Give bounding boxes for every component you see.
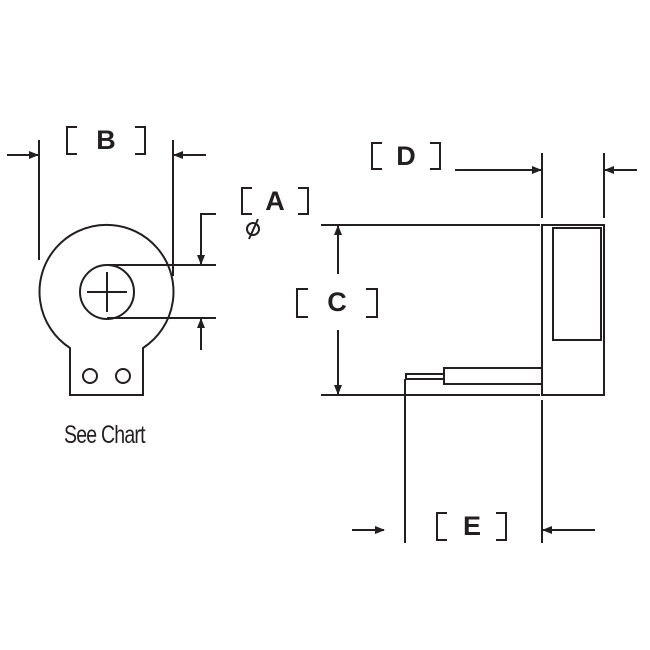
lead-thin [405, 373, 444, 380]
dimension-d [371, 142, 637, 218]
dimension-a [107, 187, 309, 350]
front-view [38, 223, 175, 396]
front-body-outline [38, 223, 175, 396]
diameter-symbol-icon [246, 222, 260, 236]
side-body [541, 224, 605, 396]
side-view [405, 224, 605, 396]
side-inner-window [552, 227, 602, 341]
dimension-label-e: E [462, 511, 481, 541]
dimension-b [7, 126, 206, 276]
dimension-label-d: D [396, 141, 416, 171]
mount-hole-right [115, 368, 131, 384]
mount-hole-left [82, 368, 98, 384]
dimension-label-b: B [96, 125, 116, 155]
dimension-label-a: A [265, 186, 285, 216]
see-chart-note: See Chart [64, 421, 146, 449]
dimension-label-c: C [327, 287, 347, 317]
lead-thick [443, 367, 543, 385]
dimension-c [296, 224, 540, 396]
dimension-e [352, 379, 595, 543]
